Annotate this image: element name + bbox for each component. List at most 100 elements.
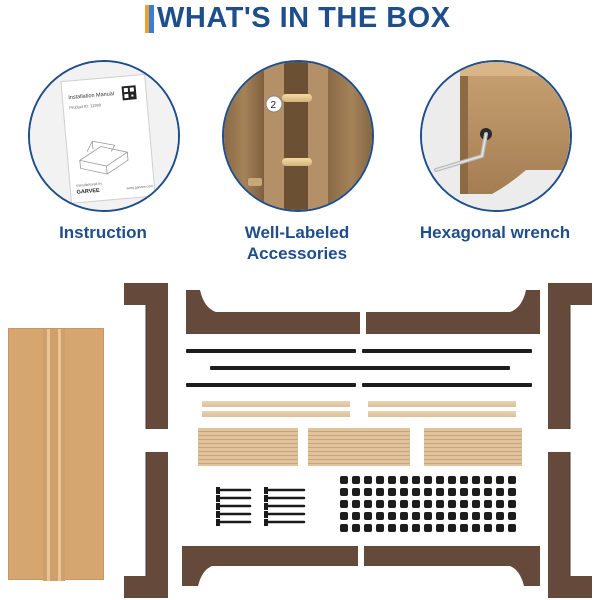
slat-clip (388, 524, 396, 532)
slat-clip (340, 524, 348, 532)
page-title: WHAT'S IN THE BOX (157, 2, 451, 34)
slat-clip (412, 512, 420, 520)
bottom-panel-left (182, 546, 358, 586)
top-panel-right (366, 290, 540, 334)
slat-clip (412, 500, 420, 508)
slat-clip (460, 524, 468, 532)
slat-clip (484, 500, 492, 508)
slat-clip (424, 500, 432, 508)
metal-rail-3a (186, 383, 356, 387)
manual-url: www.garvee.com (126, 184, 153, 190)
slat-clip (508, 488, 516, 496)
slat-clip (448, 524, 456, 532)
slat-clip (472, 476, 480, 484)
light-slat-4 (368, 411, 516, 417)
caption-accessories: Well-Labeled Accessories (202, 222, 392, 264)
manual-brand: GARVEE (76, 188, 100, 196)
light-slat-3 (368, 401, 516, 407)
slat-clip (496, 524, 504, 532)
slat-clip (340, 476, 348, 484)
slat-clip (376, 500, 384, 508)
slat-clip (472, 512, 480, 520)
caption-hex-wrench-label: Hexagonal wrench (419, 223, 571, 242)
slat-clip (424, 524, 432, 532)
slat-clip (424, 488, 432, 496)
slat-clip (484, 524, 492, 532)
post-top-left (124, 283, 168, 429)
slat-clip (352, 500, 360, 508)
hex-wrench-image (420, 60, 572, 212)
slat-clip (424, 512, 432, 520)
metal-rail-2 (210, 366, 510, 370)
metal-rail-1b (362, 349, 532, 353)
slat-bundle-3 (424, 428, 522, 466)
slat-clip (436, 524, 444, 532)
cardboard-panel (8, 328, 104, 581)
caption-accessories-line1: Well-Labeled (244, 223, 350, 242)
accessory-number-label: 2 (271, 100, 277, 111)
slat-clip (448, 500, 456, 508)
title-accent-bar (145, 5, 154, 33)
light-slat-2 (202, 411, 350, 417)
slat-clip (460, 512, 468, 520)
bolts-group (214, 486, 314, 526)
slat-clip (388, 500, 396, 508)
slat-clip (508, 500, 516, 508)
slat-clip (376, 476, 384, 484)
slat-clip (496, 488, 504, 496)
post-top-right (548, 283, 592, 429)
caption-instruction: Instruction (8, 222, 198, 243)
slat-clips-grid (338, 474, 520, 534)
slat-clip (448, 512, 456, 520)
accessories-image: 2 (222, 60, 374, 212)
slat-clip (400, 512, 408, 520)
light-slat-1 (202, 401, 350, 407)
slat-clip (436, 500, 444, 508)
slat-clip (412, 488, 420, 496)
metal-rail-1a (186, 349, 356, 353)
manual-brand-small: manufactured by (76, 182, 103, 188)
slat-clip (352, 512, 360, 520)
slat-bundle-2 (308, 428, 410, 466)
slat-clip (496, 476, 504, 484)
slat-clip (364, 488, 372, 496)
slat-clip (436, 488, 444, 496)
slat-clip (388, 512, 396, 520)
slat-clip (352, 476, 360, 484)
top-panel-left (186, 290, 360, 334)
header: WHAT'S IN THE BOX (0, 0, 600, 40)
bottom-panel-right (364, 546, 540, 586)
slat-clip (376, 512, 384, 520)
slat-clip (364, 512, 372, 520)
slat-clip (448, 488, 456, 496)
slat-clip (352, 524, 360, 532)
slat-clip (376, 488, 384, 496)
slat-clip (472, 524, 480, 532)
slat-clip (484, 488, 492, 496)
caption-accessories-line2: Accessories (246, 244, 348, 263)
slat-clip (340, 500, 348, 508)
slat-clip (400, 524, 408, 532)
manual-title: Installation Manual (68, 91, 114, 101)
slat-clip (460, 476, 468, 484)
slat-clip (496, 512, 504, 520)
slat-clip (436, 512, 444, 520)
slat-clip (388, 476, 396, 484)
slat-clip (400, 500, 408, 508)
slat-clip (388, 488, 396, 496)
manual-product-id: Product ID: 11990 (69, 102, 102, 110)
slat-clip (412, 476, 420, 484)
slat-clip (508, 512, 516, 520)
slat-clip (508, 476, 516, 484)
instruction-manual-image: Installation Manual Product ID: 11990 ma… (28, 60, 180, 212)
slat-clip (376, 524, 384, 532)
slat-clip (484, 476, 492, 484)
slat-clip (460, 500, 468, 508)
slat-clip (472, 488, 480, 496)
slat-clip (364, 500, 372, 508)
post-bottom-left (124, 452, 168, 598)
slat-clip (400, 488, 408, 496)
slat-clip (400, 476, 408, 484)
slat-bundle-1 (198, 428, 298, 466)
slat-clip (340, 488, 348, 496)
